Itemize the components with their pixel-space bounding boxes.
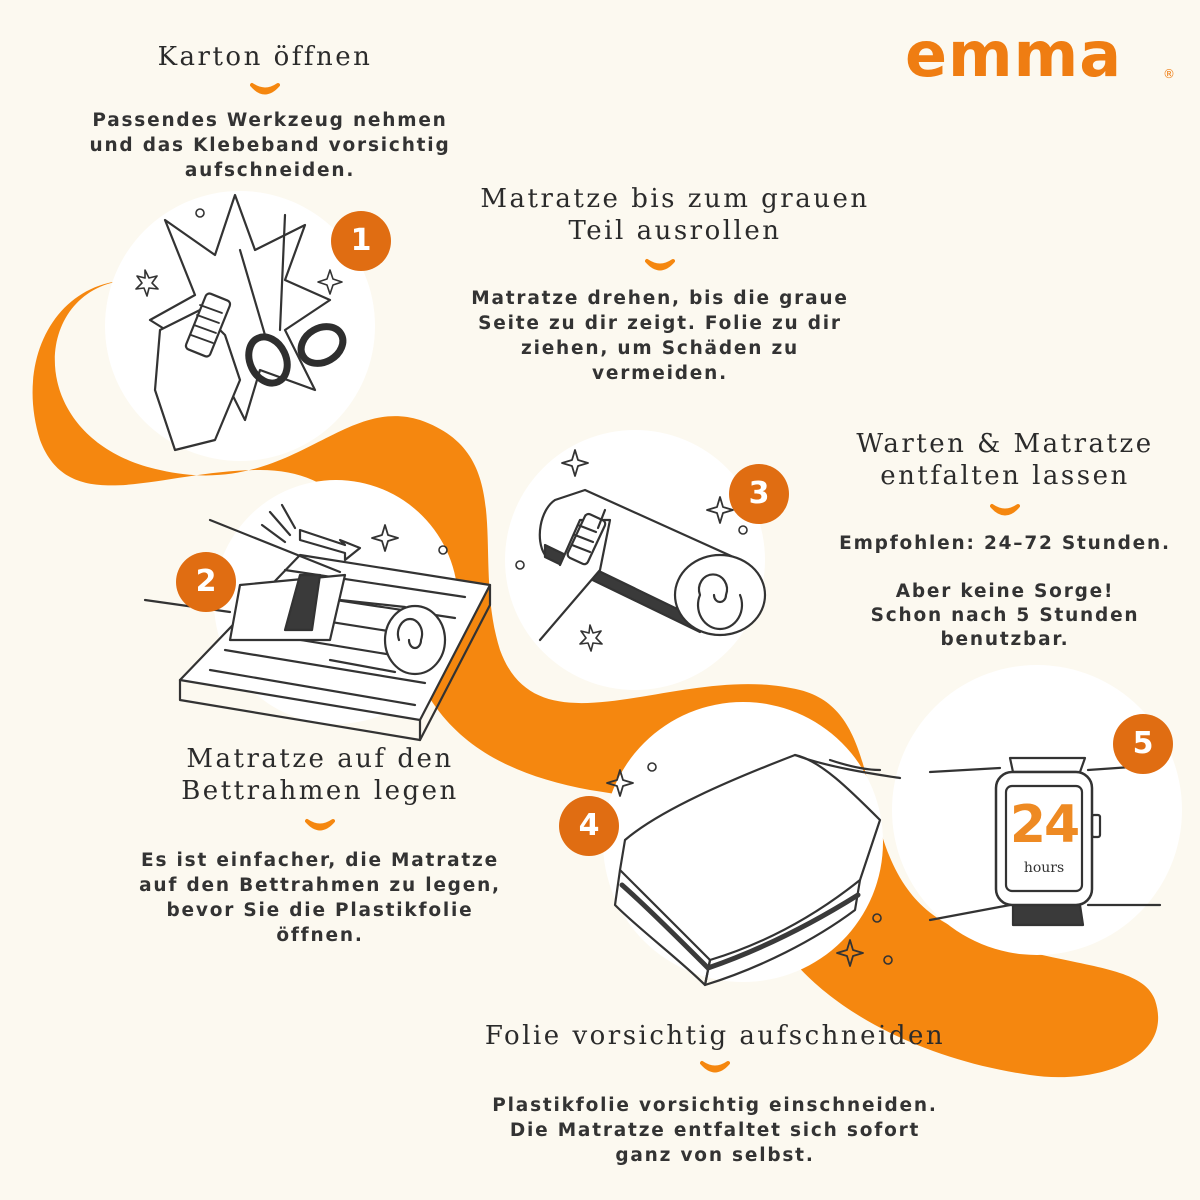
step-2-badge: 2: [176, 552, 236, 612]
rolled-mattress-illustration: [515, 449, 767, 652]
step-1-text: Passendes Werkzeug nehmen und das Klebeb…: [89, 110, 451, 181]
step-2-title: Matratze auf den Bettrahmen legen: [181, 744, 459, 806]
step-4-text: Plastikfolie vorsichtig einschneiden. Di…: [492, 1095, 938, 1166]
smile-divider-icon: [990, 504, 1020, 516]
step-1-badge: 1: [331, 211, 391, 271]
watch-face: [994, 770, 1094, 907]
step-5-badge: 5: [1113, 714, 1173, 774]
step-4-title: Folie vorsichtig aufschneiden: [484, 1021, 946, 1051]
step-3-text: Matratze drehen, bis die graue Seite zu …: [471, 288, 849, 384]
smile-divider-icon: [305, 819, 335, 831]
step-4-badge: 4: [559, 796, 619, 856]
watch-hours-value: 24: [1009, 795, 1080, 855]
emma-logo: emma: [905, 18, 1123, 91]
box-cutter-and-scissors-illustration: [135, 193, 347, 452]
registered-mark: ®: [1163, 67, 1175, 81]
step-3-badge: 3: [729, 464, 789, 524]
box-on-bed-frame-illustration: [143, 503, 492, 742]
smile-divider-icon: [645, 259, 675, 271]
step-3-title: Matratze bis zum grauen Teil ausrollen: [480, 184, 870, 246]
watch-hours-unit: hours: [1023, 860, 1065, 876]
unfolded-mattress-illustration: [606, 753, 902, 987]
smile-divider-icon: [250, 83, 280, 95]
step-5-text: Empfohlen: 24–72 Stunden. Aber keine Sor…: [839, 533, 1171, 650]
step-1-title: Karton öffnen: [157, 42, 373, 72]
step-5-title: Warten & Matratze entfalten lassen: [856, 429, 1154, 491]
smile-divider-icon: [700, 1061, 730, 1073]
smartwatch-illustration: [928, 756, 1162, 927]
step-2-text: Es ist einfacher, die Matratze auf den B…: [139, 850, 501, 946]
